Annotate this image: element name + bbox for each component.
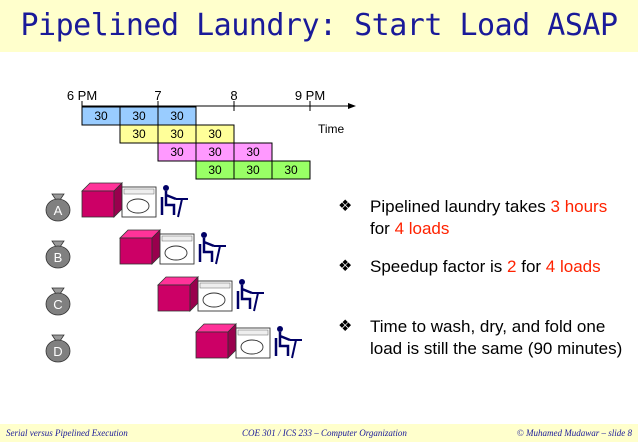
washer-icon: [195, 331, 229, 359]
bullet-highlight: 3 hours: [550, 197, 608, 216]
bullet-text: Pipelined laundry takes: [370, 197, 551, 216]
washer-icon: [157, 284, 191, 312]
stage-cell-label: 30: [284, 163, 298, 177]
folder-person-icon: [274, 332, 291, 356]
folder-head-icon: [277, 326, 283, 332]
load-label: C: [53, 297, 62, 312]
folding-table-icon: [214, 245, 226, 265]
dryer-door-icon: [164, 245, 188, 261]
stage-cell-label: 30: [246, 163, 260, 177]
bullet-latency: ❖ Time to wash, dry, and fold one load i…: [338, 316, 630, 360]
folder-person-icon: [198, 238, 215, 262]
load-row: A: [45, 182, 188, 222]
bullet-pipelined-time: ❖ Pipelined laundry takes 3 hours for 4 …: [338, 196, 630, 240]
folding-table-icon: [176, 198, 188, 218]
bullet-highlight: 4 loads: [394, 219, 450, 238]
time-tick-label: 7: [154, 88, 161, 103]
bullet-highlight: 2: [507, 257, 517, 276]
dryer-door-icon: [240, 339, 264, 355]
footer-bar: Serial versus Pipelined Execution COE 30…: [0, 424, 638, 442]
folder-head-icon: [239, 279, 245, 285]
diamond-bullet-icon: ❖: [338, 318, 353, 335]
stage-cell-label: 30: [94, 109, 108, 123]
load-label: D: [53, 344, 62, 359]
stage-cell-label: 30: [132, 127, 146, 141]
dryer-panel-icon: [161, 235, 193, 242]
folding-table-icon: [252, 292, 264, 312]
folder-person-icon: [160, 191, 177, 215]
dryer-door-icon: [202, 292, 226, 308]
stage-cell-label: 30: [208, 127, 222, 141]
time-axis-label: Time: [318, 122, 345, 136]
time-tick-label: 6 PM: [67, 88, 97, 103]
bullet-text: for: [370, 219, 395, 238]
bullet-speedup: ❖ Speedup factor is 2 for 4 loads: [338, 256, 630, 278]
slide-title: Pipelined Laundry: Start Load ASAP: [20, 8, 618, 43]
load-row: D: [45, 323, 302, 363]
washer-icon: [119, 237, 153, 265]
stage-cell-label: 30: [132, 109, 146, 123]
folder-head-icon: [163, 185, 169, 191]
diamond-bullet-icon: ❖: [338, 258, 353, 275]
laundry-bag-icon: [45, 292, 71, 316]
laundry-bag-icon: [45, 245, 71, 269]
time-tick-label: 8: [230, 88, 237, 103]
laundry-bag-icon: [45, 339, 71, 363]
dryer-door-icon: [126, 198, 150, 214]
load-row: C: [45, 276, 264, 316]
laundry-bag-icon: [45, 198, 71, 222]
load-row: B: [45, 229, 226, 269]
stage-cell-label: 30: [170, 109, 184, 123]
stage-cell: [271, 160, 311, 180]
stage-cell-label: 30: [246, 145, 260, 159]
washer-icon: [81, 190, 115, 218]
folding-table-icon: [290, 339, 302, 359]
bullet-text: Time to wash, dry, and fold one load is …: [370, 317, 623, 358]
footer-left: Serial versus Pipelined Execution: [6, 428, 128, 438]
stage-cell-label: 30: [170, 145, 184, 159]
stage-cell-label: 30: [208, 145, 222, 159]
stage-cell-label: 30: [208, 163, 222, 177]
load-label: A: [54, 203, 63, 218]
bullet-text: Speedup factor is: [370, 257, 508, 276]
bullet-text: for: [516, 257, 546, 276]
time-tick-label: 9 PM: [295, 88, 325, 103]
bullet-highlight: 4 loads: [545, 257, 601, 276]
title-bar: Pipelined Laundry: Start Load ASAP: [0, 0, 638, 52]
folder-head-icon: [201, 232, 207, 238]
folder-person-icon: [236, 285, 253, 309]
dryer-panel-icon: [199, 282, 231, 289]
load-label: B: [54, 250, 63, 265]
dryer-panel-icon: [123, 188, 155, 195]
time-axis-arrow: [348, 103, 356, 109]
diamond-bullet-icon: ❖: [338, 198, 353, 215]
stage-cell-label: 30: [170, 127, 184, 141]
footer-center: COE 301 / ICS 233 – Computer Organizatio…: [242, 428, 407, 438]
dryer-panel-icon: [237, 329, 269, 336]
footer-right: © Muhamed Mudawar – slide 8: [516, 428, 632, 438]
